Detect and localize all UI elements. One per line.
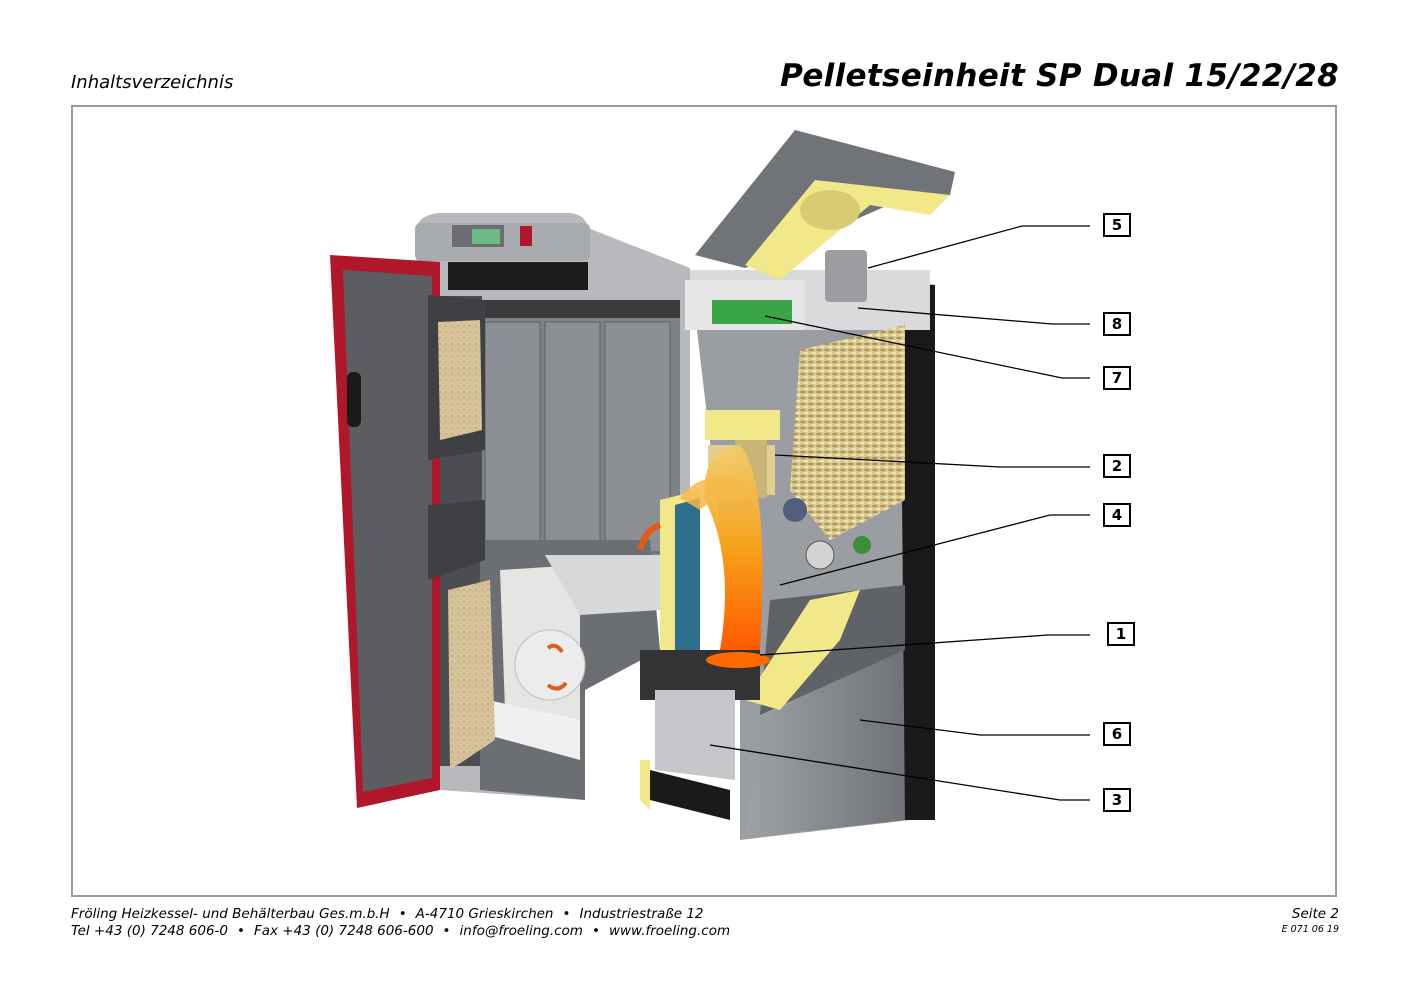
footer-contact: Fröling Heizkessel- und Behälterbau Ges.… [71, 906, 731, 939]
pellet-unit [640, 270, 935, 840]
callout-5: 5 [1103, 213, 1131, 237]
combustion-chamber [480, 490, 700, 800]
illustration-frame [71, 105, 1337, 897]
callout-2: 2 [1103, 454, 1131, 478]
footer-street: Industriestraße 12 [579, 906, 704, 922]
page-number: Seite 2 [1291, 906, 1339, 922]
hopper-lid [695, 130, 955, 302]
callout-4: 4 [1103, 503, 1131, 527]
leader-lines [709, 225, 1090, 801]
footer-email-link[interactable]: info@froeling.com [459, 923, 583, 939]
callout-6: 6 [1103, 722, 1131, 746]
footer-company: Fröling Heizkessel- und Behälterbau Ges.… [71, 906, 390, 922]
callout-8: 8 [1103, 312, 1131, 336]
boiler-door [330, 255, 495, 808]
document-code: E 071 06 19 [1281, 924, 1339, 935]
footer-fax: Fax +43 (0) 7248 606-600 [253, 923, 434, 939]
section-label: Inhaltsverzeichnis [71, 72, 234, 93]
callout-3: 3 [1103, 788, 1131, 812]
page-title: Pelletseinheit SP Dual 15/22/28 [780, 58, 1339, 94]
flame-flow [546, 445, 770, 691]
callout-1: 1 [1107, 622, 1135, 646]
footer-city: A-4710 Grieskirchen [415, 906, 554, 922]
footer-tel: Tel +43 (0) 7248 606-0 [71, 923, 228, 939]
callout-7: 7 [1103, 366, 1131, 390]
footer-page-info: Seite 2 E 071 06 19 [1282, 906, 1339, 937]
footer-web-link[interactable]: www.froeling.com [608, 923, 731, 939]
